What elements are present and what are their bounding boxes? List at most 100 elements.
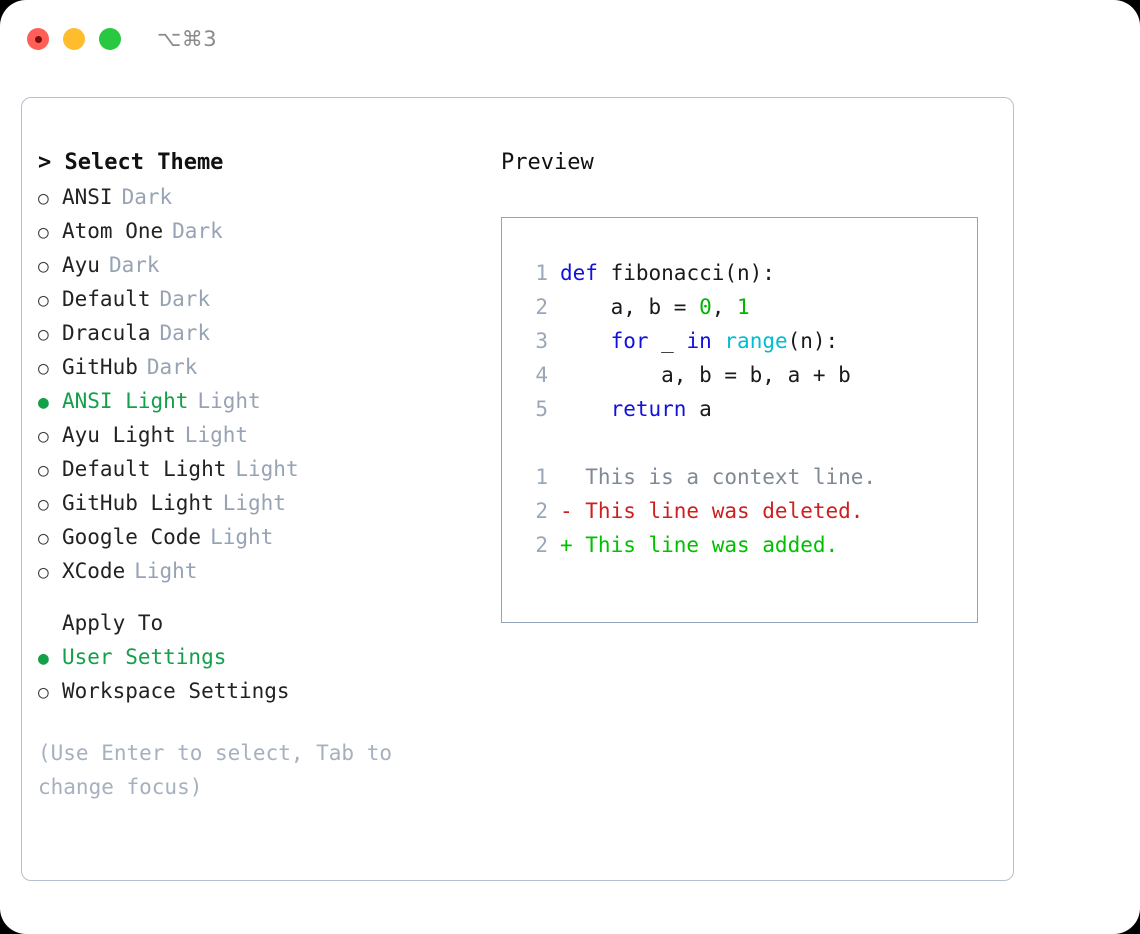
radio-selected-icon: ●	[38, 392, 49, 413]
code-line-text: return a	[560, 392, 712, 426]
line-number: 1	[535, 261, 548, 285]
preview-heading: Preview	[501, 150, 594, 175]
theme-variant-tag: Light	[210, 525, 274, 549]
theme-option-label: XCode	[62, 559, 126, 583]
code-token-num: 1	[737, 295, 750, 319]
line-number: 3	[535, 329, 548, 353]
theme-option-label: Atom One	[62, 219, 164, 243]
theme-option-label: Google Code	[62, 525, 202, 549]
radio-unselected-icon: ○	[38, 460, 49, 481]
diff-sample-block: 1 This is a context line. 2 - This line wa…	[520, 460, 977, 562]
code-token-plain: ,	[711, 295, 738, 319]
code-line-text: for _ in range(n):	[560, 324, 839, 358]
theme-option-label: Dracula	[62, 321, 151, 345]
theme-variant-tag: Light	[134, 559, 198, 583]
code-line-text: a, b = 0, 1	[560, 290, 750, 324]
code-token-plain: fibonacci(n):	[597, 261, 775, 285]
theme-variant-tag: Dark	[159, 321, 211, 345]
title-bar: ⌥⌘3	[0, 0, 1140, 78]
diff-line-add: 2+ This line was added.	[520, 528, 977, 562]
theme-option-label: ANSI	[62, 185, 113, 209]
theme-variant-tag: Light	[197, 389, 261, 413]
radio-unselected-icon: ○	[38, 682, 49, 703]
zoom-button[interactable]	[99, 28, 121, 50]
code-token-plain	[712, 329, 725, 353]
code-line: 5 return a	[520, 392, 977, 426]
theme-variant-tag: Light	[184, 423, 249, 447]
diff-line-ctx: 1 This is a context line.	[520, 460, 977, 494]
theme-variant-tag: Dark	[172, 219, 223, 243]
diff-line-text: + This line was added.	[560, 533, 839, 557]
code-line: 3 for _ in range(n):	[520, 324, 977, 358]
code-token-plain: (n):	[787, 329, 839, 353]
radio-unselected-icon: ○	[38, 290, 49, 311]
theme-option-label: Default Light	[62, 457, 227, 481]
radio-unselected-icon: ○	[38, 324, 49, 345]
code-token-plain	[560, 397, 611, 421]
line-number: 2	[535, 499, 548, 523]
code-token-kw: for	[610, 329, 649, 353]
line-number: 1	[535, 465, 548, 489]
keyboard-shortcut-label: ⌥⌘3	[157, 27, 218, 51]
apply-to-heading: Apply To	[62, 611, 164, 635]
code-token-num: 0	[699, 295, 712, 319]
theme-option-ansi[interactable]: ○ ANSI Dark	[38, 180, 498, 214]
theme-option-label: Ayu	[62, 253, 100, 277]
theme-variant-tag: Light	[235, 457, 299, 481]
theme-option-label: Default	[62, 287, 151, 311]
radio-unselected-icon: ○	[38, 188, 49, 209]
apply-to-option-label: Workspace Settings	[62, 679, 290, 703]
radio-selected-icon: ●	[38, 648, 49, 669]
keyboard-hint-text: (Use Enter to select, Tab to change focu…	[38, 741, 405, 799]
select-theme-heading: > Select Theme	[38, 150, 224, 175]
code-token-plain: a, b =	[560, 295, 700, 319]
theme-option-dracula[interactable]: ○ Dracula Dark	[38, 316, 498, 350]
code-line-text: a, b = b, a + b	[560, 358, 851, 392]
code-token-plain: a	[686, 397, 712, 421]
apply-to-option-workspace-settings[interactable]: ○ Workspace Settings	[38, 674, 498, 708]
line-number: 2	[535, 295, 548, 319]
theme-variant-tag: Dark	[108, 253, 160, 277]
theme-variant-tag: Dark	[146, 355, 198, 379]
theme-option-label: GitHub Light	[62, 491, 214, 515]
code-token-plain: a, b = b, a + b	[560, 363, 851, 387]
theme-option-google-code[interactable]: ○ Google Code Light	[38, 520, 498, 554]
radio-unselected-icon: ○	[38, 358, 49, 379]
theme-variant-tag: Light	[222, 491, 286, 515]
apply-to-option-user-settings[interactable]: ●User Settings	[38, 640, 498, 674]
code-line: 4 a, b = b, a + b	[520, 358, 977, 392]
code-token-kw: def	[560, 261, 598, 285]
code-token-fn: range	[724, 329, 788, 353]
code-token-kw: in	[686, 329, 712, 353]
theme-variant-tag: Dark	[121, 185, 173, 209]
spacer	[520, 426, 977, 460]
close-button[interactable]	[27, 28, 49, 50]
code-line: 1 def fibonacci(n):	[520, 256, 977, 290]
radio-unselected-icon: ○	[38, 494, 49, 515]
code-token-plain: _	[648, 329, 687, 353]
theme-option-github-light[interactable]: ○ GitHub Light Light	[38, 486, 498, 520]
apply-to-list: ●User Settings ○ Workspace Settings	[38, 640, 498, 708]
theme-option-default-light[interactable]: ○ Default Light Light	[38, 452, 498, 486]
diff-line-text: - This line was deleted.	[560, 499, 864, 523]
diff-line-text: This is a context line.	[560, 465, 877, 489]
code-token-kw: return	[610, 397, 687, 421]
spacer	[38, 588, 498, 606]
minimize-button[interactable]	[63, 28, 85, 50]
radio-unselected-icon: ○	[38, 528, 49, 549]
code-line: 2 a, b = 0, 1	[520, 290, 977, 324]
line-number: 4	[535, 363, 548, 387]
